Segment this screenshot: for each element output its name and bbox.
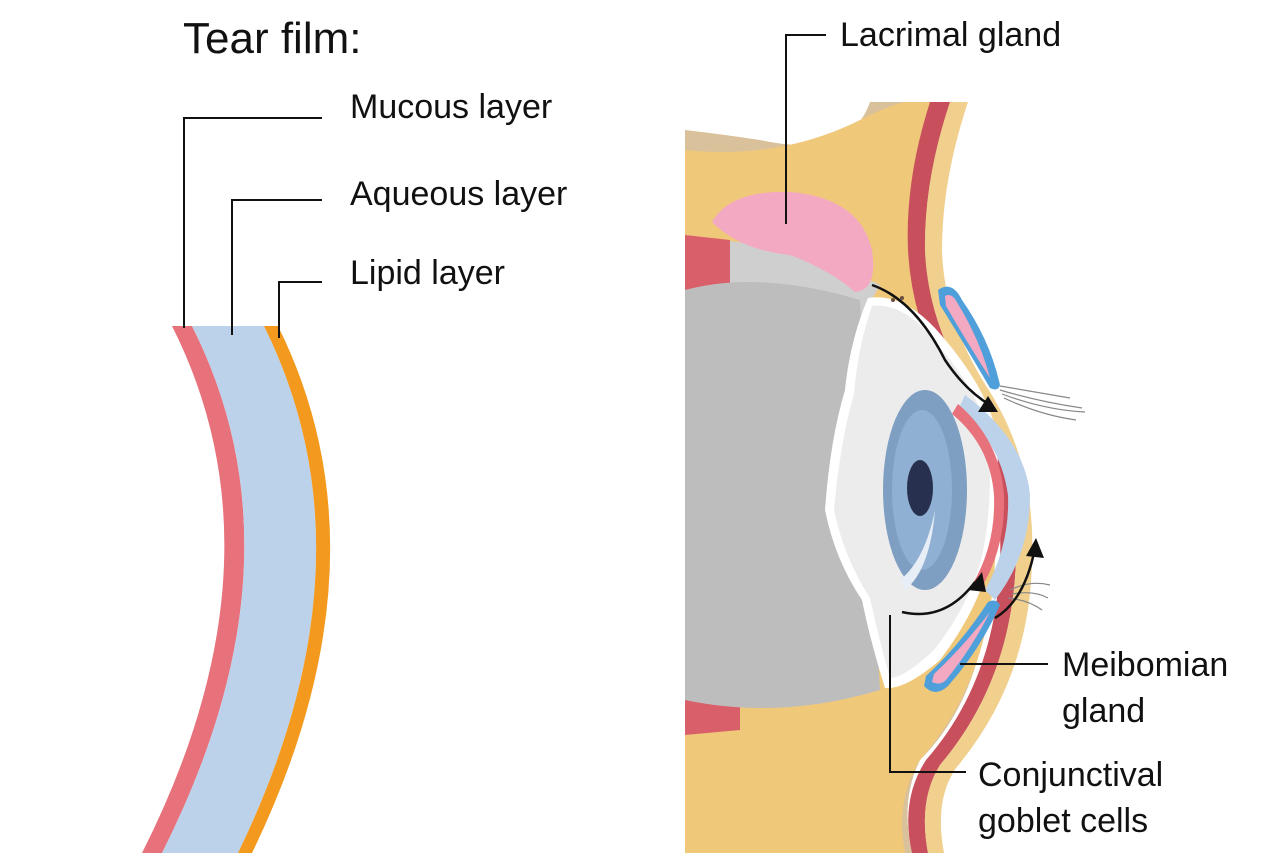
meibomian-gland-label-line1: Meibomian	[1062, 646, 1228, 684]
aqueous-layer-band	[162, 326, 317, 853]
lacrimal-gland-leader	[785, 34, 826, 224]
diagram-title: Tear film:	[183, 14, 361, 63]
cornea-tear-film	[958, 395, 1030, 600]
tear-flow-arrow-lower-right	[994, 547, 1037, 620]
tear-flow-arrow-upper	[871, 283, 991, 407]
tear-film-cross-section	[142, 326, 331, 853]
cornea-mucous-edge	[952, 404, 1005, 590]
skin-surface	[924, 102, 1033, 853]
goblet-cells-label-line2: goblet cells	[978, 802, 1148, 840]
goblet-cells-leader	[889, 615, 966, 773]
lipid-layer-leader	[278, 281, 322, 338]
pupil	[907, 460, 933, 516]
orbicularis-muscle	[907, 102, 1017, 853]
aqueous-layer-label: Aqueous layer	[350, 175, 567, 213]
goblet-cells-label-line1: Conjunctival	[978, 756, 1163, 794]
upper-eyelashes	[999, 385, 1086, 421]
mucous-layer-band	[142, 326, 245, 853]
lipid-layer-label: Lipid layer	[350, 254, 505, 292]
lacrimal-gland-label: Lacrimal gland	[840, 16, 1061, 54]
lower-meibomian-gland-core	[932, 612, 990, 684]
tear-flow-arrowheads	[968, 396, 1044, 592]
lacrimal-duct-opening-1	[891, 298, 895, 302]
mucous-layer-label: Mucous layer	[350, 88, 552, 126]
mucous-layer-leader	[183, 117, 322, 328]
iris-highlight	[900, 510, 935, 590]
eye-cross-section	[685, 102, 1086, 853]
lower-eyelashes	[1007, 582, 1051, 611]
upper-meibomian-gland-core	[945, 295, 990, 378]
lipid-layer-band	[238, 326, 331, 853]
aqueous-layer-leader	[231, 199, 322, 335]
lacrimal-gland	[712, 191, 874, 292]
orbit-fat	[685, 282, 880, 708]
meibomian-gland-label-line2: gland	[1062, 692, 1145, 730]
lacrimal-duct-opening-2	[900, 296, 904, 300]
